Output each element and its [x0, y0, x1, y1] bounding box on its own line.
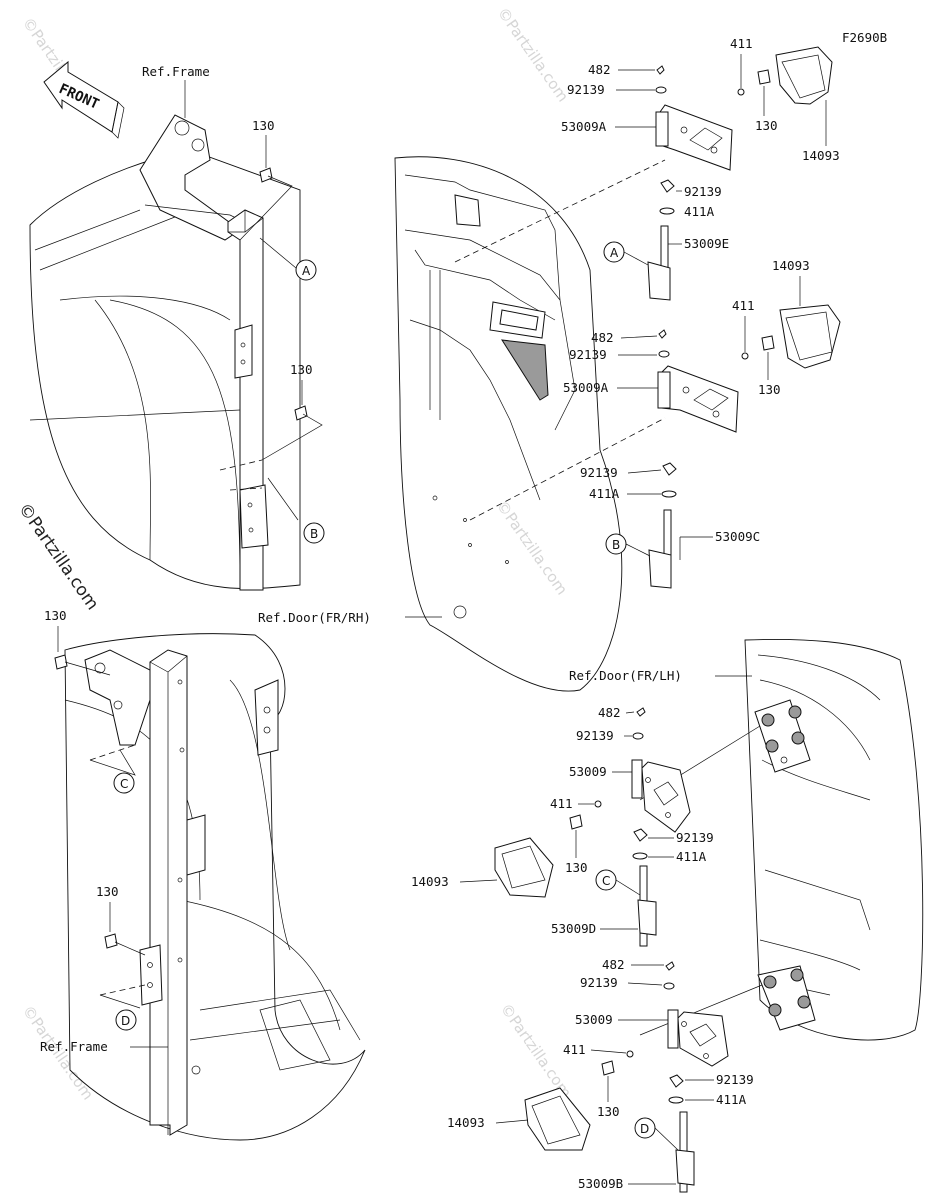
rh-lower-hinge-group [648, 304, 841, 589]
part-label-92139: 92139 [580, 975, 618, 990]
part-label-53009A: 53009A [561, 119, 607, 134]
rh-upper-hinge-group [647, 46, 833, 301]
ref-door-rh-label: Ref.Door(FR/RH) [258, 610, 371, 625]
figure-id: F2690B [842, 30, 887, 45]
part-label-411: 411 [563, 1042, 586, 1057]
part-label-92139: 92139 [684, 184, 722, 199]
part-label-92139: 92139 [576, 728, 614, 743]
part-label-14093: 14093 [411, 874, 449, 889]
door-rh-view [394, 156, 666, 692]
part-label-53009D: 53009D [551, 921, 596, 936]
door-lh-view [639, 638, 924, 1041]
part-label-14093: 14093 [772, 258, 810, 273]
callout-d: D [634, 1117, 656, 1139]
part-label-482: 482 [591, 330, 614, 345]
part-label-92139: 92139 [676, 830, 714, 845]
callout-c: C [595, 869, 617, 891]
part-label-130: 130 [44, 608, 67, 623]
ref-door-lh-label: Ref.Door(FR/LH) [569, 668, 682, 683]
svg-text:B: B [310, 527, 318, 541]
part-label-411A: 411A [716, 1092, 747, 1107]
svg-text:B: B [612, 538, 620, 552]
svg-text:A: A [610, 246, 619, 260]
callout-a: A [295, 259, 317, 281]
part-label-14093: 14093 [802, 148, 840, 163]
part-label-92139: 92139 [580, 465, 618, 480]
ref-frame-label: Ref.Frame [40, 1039, 108, 1054]
part-label-53009C: 53009C [715, 529, 760, 544]
lh-lower-hinge-group [524, 961, 729, 1193]
part-label-53009A: 53009A [563, 380, 609, 395]
part-label-14093: 14093 [447, 1115, 485, 1130]
part-label-482: 482 [588, 62, 611, 77]
part-label-411A: 411A [676, 849, 707, 864]
callout-c: C [113, 772, 135, 794]
part-label-130: 130 [290, 362, 313, 377]
part-label-482: 482 [598, 705, 621, 720]
callout-a: A [603, 241, 625, 263]
part-label-411A: 411A [589, 486, 620, 501]
watermark: ©Partzilla.com [14, 499, 103, 614]
callout-d: D [115, 1009, 137, 1031]
part-label-53009: 53009 [575, 1012, 613, 1027]
front-arrow: FRONT [43, 60, 125, 139]
part-label-130: 130 [597, 1104, 620, 1119]
svg-text:D: D [121, 1014, 130, 1028]
svg-text:C: C [120, 777, 128, 791]
part-label-92139: 92139 [569, 347, 607, 362]
part-label-53009E: 53009E [684, 236, 729, 251]
svg-text:C: C [602, 874, 610, 888]
part-label-130: 130 [565, 860, 588, 875]
svg-text:A: A [302, 264, 311, 278]
part-label-411: 411 [550, 796, 573, 811]
svg-text:D: D [640, 1122, 649, 1136]
part-label-92139: 92139 [567, 82, 605, 97]
frame-lower-view [54, 633, 366, 1141]
lh-upper-hinge-group [494, 707, 691, 947]
ref-frame-label: Ref.Frame [142, 64, 210, 79]
part-label-130: 130 [252, 118, 275, 133]
part-label-130: 130 [96, 884, 119, 899]
callout-b: B [605, 533, 627, 555]
part-label-92139: 92139 [716, 1072, 754, 1087]
part-label-411A: 411A [684, 204, 715, 219]
watermark: ©Partzilla.com [494, 4, 572, 105]
part-label-130: 130 [758, 382, 781, 397]
watermark: ©Partzilla.com [493, 497, 571, 598]
part-label-411: 411 [730, 36, 753, 51]
part-label-53009: 53009 [569, 764, 607, 779]
part-label-411: 411 [732, 298, 755, 313]
part-label-130: 130 [755, 118, 778, 133]
callout-b: B [303, 522, 325, 544]
part-label-53009B: 53009B [578, 1176, 623, 1191]
frame-upper-view [29, 114, 323, 591]
part-label-482: 482 [602, 957, 625, 972]
